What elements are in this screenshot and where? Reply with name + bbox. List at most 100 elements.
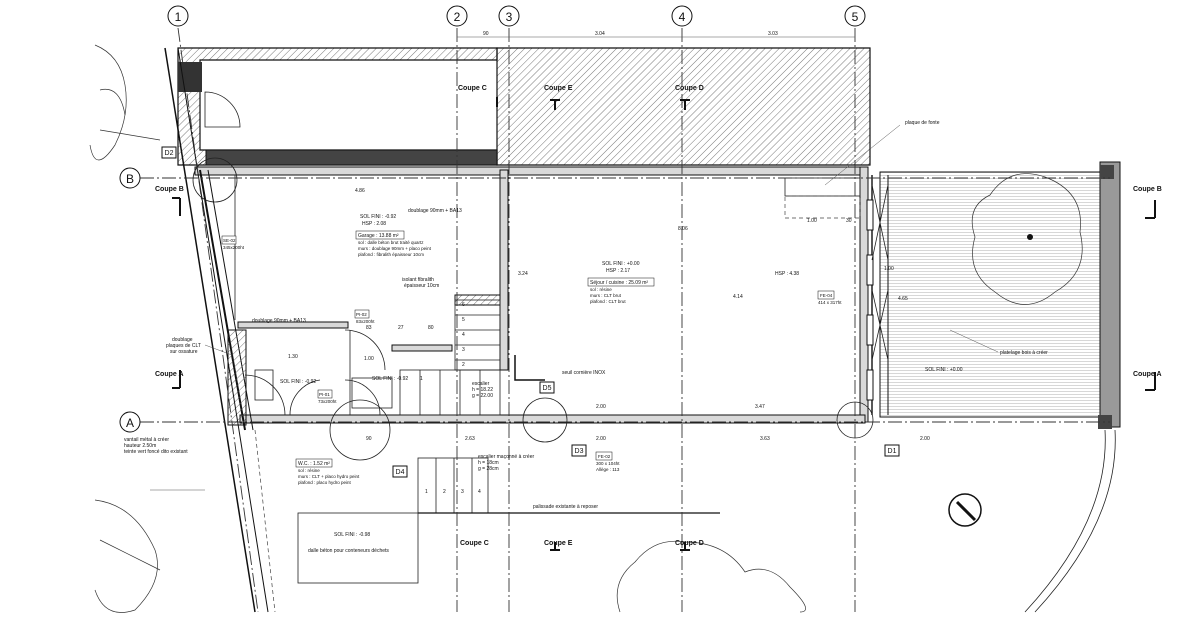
- garage-hsp: HSP : 2.08: [362, 221, 386, 227]
- section-c-bottom: Coupe C: [460, 540, 489, 547]
- stair-annotations: escalier h = 18.22 g = 22.00 escalier ma…: [420, 302, 534, 495]
- dim-1000: 1.00: [884, 266, 894, 272]
- garage-annotations: SOL FINI : -0.92 HSP : 2.08 Garage : 13.…: [221, 208, 462, 324]
- sejour-sol: sol : résine: [590, 287, 612, 292]
- north-arrow-icon: [948, 493, 982, 527]
- escalier-h: h = 18.22: [472, 387, 493, 393]
- living-annotations: SOL FINI : +0.00 HSP : 2.17 Séjour / cui…: [562, 120, 940, 376]
- ext-doublage-3: sur ossature: [170, 349, 198, 355]
- stair-num-1: 1: [420, 376, 423, 382]
- section-c-top: Coupe C: [458, 85, 487, 92]
- detail-d2: D2: [165, 150, 174, 157]
- garage-plafond: plafond : fibralith épaisseur 10cm: [358, 252, 424, 257]
- dim-200c: 2.00: [920, 436, 930, 442]
- ext-palissade: palissade existante à reposer: [533, 504, 598, 510]
- dim-465: 4.65: [898, 296, 908, 302]
- detail-d5: D5: [543, 385, 552, 392]
- axis-label-3: 3: [506, 10, 513, 24]
- dim-100b: 1.00: [807, 218, 817, 224]
- axis-label-5: 5: [852, 10, 859, 24]
- stair-num-4: 4: [462, 332, 465, 338]
- dim-200b: 2.00: [596, 436, 606, 442]
- dim-90: 90: [366, 436, 372, 442]
- dim-263: 2.63: [465, 436, 475, 442]
- detail-d1: D1: [888, 448, 897, 455]
- dim-100: 1.00: [364, 356, 374, 362]
- building-walls: [194, 166, 869, 431]
- sejour-fe04: FE-04: [820, 293, 833, 298]
- wc-annotations: SOL FINI : -0.92 SOL FINI : -0.92 PI-01 …: [280, 376, 408, 485]
- wc-sol-fini-2: SOL FINI : -0.92: [372, 376, 408, 382]
- dim-414: 4.14: [733, 294, 743, 300]
- ext-doublage-2: plaques de CLT: [166, 343, 201, 349]
- ext-vantail-h: hauteur 2.50m: [124, 443, 156, 449]
- garage-sol-fini: SOL FINI : -0.92: [360, 214, 396, 220]
- plate-outline: [784, 195, 861, 219]
- garage-doublage-top: doublage 90mm + BA13: [408, 208, 462, 214]
- sejour-area: Séjour / cuisine : 25.09 m²: [590, 280, 648, 286]
- section-b-left: Coupe B: [155, 186, 184, 193]
- garage-pi02-size: 83x200ht: [356, 319, 375, 324]
- waste-slab: [297, 512, 419, 584]
- tree-right: [971, 173, 1083, 305]
- west-boundary: [164, 47, 276, 613]
- wc-sol-fini: SOL FINI : -0.92: [280, 379, 316, 385]
- ext-dalle-sol: SOL FINI : -0.98: [334, 532, 370, 538]
- section-b-right: Coupe B: [1133, 186, 1162, 193]
- detail-callouts: D2 D4 D3 D1 D5: [161, 146, 900, 478]
- dim-80: 80: [428, 325, 434, 331]
- fe02-annotation: FE-02 300 x 104ht Allège : 113: [595, 451, 620, 472]
- sejour-hsp2: HSP : 4.38: [775, 271, 799, 277]
- ext-vantail: vantail métal à créer: [124, 437, 169, 443]
- section-a-right: Coupe A: [1133, 371, 1162, 378]
- stair-ext-1: 1: [425, 489, 428, 495]
- garage-isolant: isolant fibralith: [402, 277, 434, 283]
- sejour-murs: murs : CLT brut: [590, 293, 622, 298]
- stair-ext-4: 4: [478, 489, 481, 495]
- dim-top-304: 3.04: [595, 31, 605, 37]
- axis-label-4: 4: [679, 10, 686, 24]
- wc-murs: murs : CLT + placo hydro peint: [298, 474, 360, 479]
- door-swings: [244, 329, 393, 416]
- exterior-annotations: doublage plaques de CLT sur ossature van…: [124, 329, 1048, 554]
- fe02-code: FE-02: [598, 454, 611, 459]
- dim-30: 30: [846, 218, 852, 224]
- wc-pi01: PI-01: [319, 392, 330, 397]
- sejour-sol-fini: SOL FINI : +0.00: [602, 261, 640, 267]
- stair-num-3: 3: [462, 347, 465, 353]
- garage-se02: SE-02: [223, 238, 236, 243]
- fe02-size: 300 x 104ht: [596, 461, 620, 466]
- garage-isolant2: épaisseur 10cm: [404, 283, 439, 289]
- dim-83: 83: [366, 325, 372, 331]
- section-d-top: Coupe D: [675, 85, 704, 92]
- dim-130: 1.30: [288, 354, 298, 360]
- tree-bottom: [616, 540, 806, 613]
- cast-iron-plate: [784, 177, 861, 197]
- sejour-seuil: seuil cornière INOX: [562, 370, 606, 376]
- axis-label-1: 1: [175, 10, 182, 24]
- section-a-left: Coupe A: [155, 371, 184, 378]
- escalier-mac-h: h = 18cm: [478, 460, 499, 466]
- axis-label-a: A: [126, 416, 134, 430]
- ext-doublage-1: doublage: [172, 337, 193, 343]
- escalier-g: g = 22.00: [472, 393, 493, 399]
- section-d-bottom: Coupe D: [675, 540, 704, 547]
- existing-building-hatched: [177, 47, 871, 166]
- dim-324: 3.24: [518, 271, 528, 277]
- dim-200: 2.00: [596, 404, 606, 410]
- axis-bubbles: 1 2 3 4 5 A B: [119, 5, 866, 433]
- garage-sol: sol : dalle béton brut traité quartz: [358, 240, 424, 245]
- garage-pi02: PI-02: [356, 312, 367, 317]
- wc-pi01-size: 73x200ht: [318, 399, 337, 404]
- stair-num-5: 5: [462, 317, 465, 323]
- stair-ext-2: 2: [443, 489, 446, 495]
- detail-d4: D4: [396, 469, 405, 476]
- sejour-plafond: plafond : CLT brut: [590, 299, 626, 304]
- garage-area: Garage : 13.88 m²: [358, 233, 399, 239]
- axis-label-b: B: [126, 172, 134, 186]
- dim-347: 3.47: [755, 404, 765, 410]
- top-dimension: 90 3.04 3.03: [457, 31, 855, 38]
- ext-vantail-c: teinte vert foncé dito existant: [124, 449, 188, 455]
- axis-label-2: 2: [454, 10, 461, 24]
